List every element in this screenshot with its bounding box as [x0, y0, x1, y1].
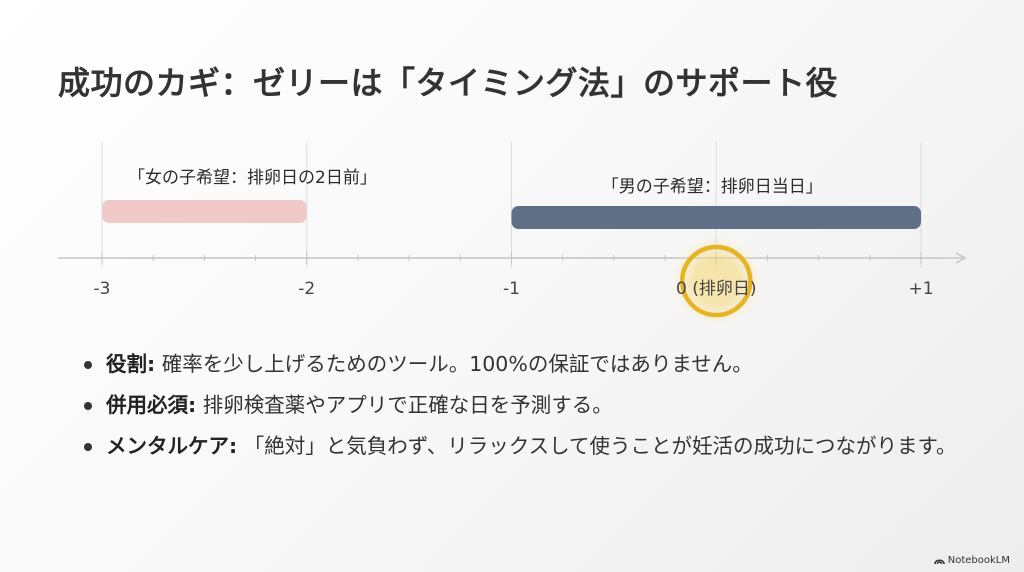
- bullet-dot-icon: [84, 443, 92, 451]
- ovulation-highlight: [666, 231, 767, 331]
- timeline-range-label: 「男の子希望：排卵日当日」: [602, 177, 823, 197]
- timeline-axis: [58, 252, 967, 264]
- bullet-text: 「絶対」と気負わず、リラックスして使うことが妊活の成功につながります。: [237, 434, 957, 458]
- timeline-tick-labels: -3 -2 -1 0 (排卵日) +1: [94, 279, 934, 299]
- bullet-dot-icon: [84, 361, 92, 369]
- bullet-item-combination: 併用必須: 排卵検査薬やアプリで正確な日を予測する。: [78, 387, 978, 423]
- timeline-range-bar: [511, 206, 921, 229]
- bullet-item-role: 役割: 確率を少し上げるためのツール。100%の保証ではありません。: [78, 346, 978, 382]
- bullet-lead: メンタルケア:: [106, 434, 238, 458]
- timeline-tick-label: -1: [503, 279, 520, 299]
- timeline-gridlines: [101, 142, 922, 268]
- bullet-item-mental-care: メンタルケア: 「絶対」と気負わず、リラックスして使うことが妊活の成功につながり…: [78, 428, 978, 464]
- timeline-tick-label: -2: [298, 279, 315, 299]
- bullet-list: 役割: 確率を少し上げるためのツール。100%の保証ではありません。 併用必須:…: [78, 346, 978, 469]
- bullet-dot-icon: [84, 402, 92, 410]
- bullet-lead: 併用必須:: [106, 393, 197, 417]
- timeline-tick-label: +1: [908, 279, 933, 299]
- bullet-text: 確率を少し上げるためのツール。100%の保証ではありません。: [155, 352, 753, 376]
- brand-name: NotebookLM: [947, 555, 1010, 566]
- slide-title: 成功のカギ：ゼリーは「タイミング法」のサポート役: [58, 64, 839, 102]
- timeline-tick-label: 0 (排卵日): [676, 279, 756, 299]
- notebooklm-brand: NotebookLM: [933, 555, 1010, 566]
- timeline-tick-label: -3: [94, 279, 111, 299]
- bullet-lead: 役割:: [106, 352, 156, 376]
- timeline-ranges: 「女の子希望：排卵日の2日前」 「男の子希望：排卵日当日」: [102, 168, 921, 229]
- timeline-range-bar: [102, 200, 307, 223]
- ovulation-ring: [680, 244, 753, 318]
- timeline-axis-arrow-icon: [955, 252, 967, 264]
- timeline-diagram: 「女の子希望：排卵日の2日前」 「男の子希望：排卵日当日」 -3 -2 -1 0 (排卵…: [58, 142, 967, 331]
- timeline-range-label: 「女の子希望：排卵日の2日前」: [128, 168, 377, 188]
- bullet-text: 排卵検査薬やアプリで正確な日を予測する。: [196, 393, 613, 417]
- notebooklm-logo-icon: [933, 559, 945, 565]
